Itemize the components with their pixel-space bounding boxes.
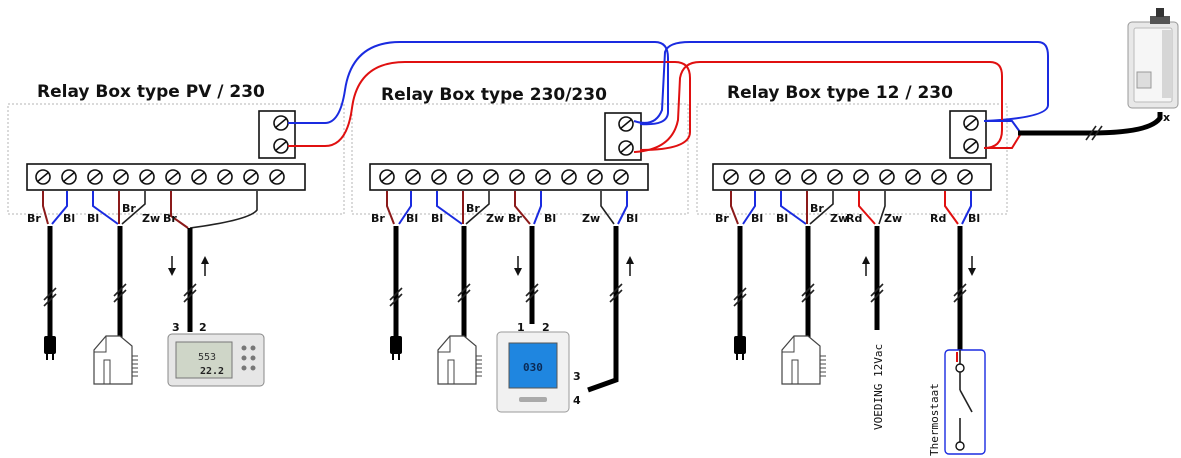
touch-thermostat-icon bbox=[496, 331, 570, 413]
pin-number: 2 bbox=[542, 321, 550, 334]
relay-block-pv230 bbox=[258, 110, 296, 159]
wire-color-label: Br bbox=[715, 212, 729, 225]
wire-color-label: Bl bbox=[626, 212, 638, 225]
wire-color-label: Bl bbox=[776, 212, 788, 225]
wire-color-label: Br bbox=[810, 202, 824, 215]
blue-link-wire bbox=[288, 41, 669, 126]
wire-color-label: Bl bbox=[406, 212, 418, 225]
wire-color-label: Bl bbox=[431, 212, 443, 225]
pin-number: 4 bbox=[573, 394, 581, 407]
wire-color-label: Bl bbox=[63, 212, 75, 225]
relay-block-230230 bbox=[604, 112, 642, 161]
wire-color-label: Zw bbox=[884, 212, 902, 225]
boiler-red-wire bbox=[984, 134, 1021, 149]
pin-number: 1 bbox=[517, 321, 525, 334]
wire-color-label: Rd bbox=[846, 212, 862, 225]
supply-label: VOEDING 12Vac bbox=[872, 344, 885, 430]
actuator-icon bbox=[781, 335, 826, 385]
arrow-down-icon bbox=[514, 256, 522, 276]
wire-color-label: Bl bbox=[87, 212, 99, 225]
plug-icon bbox=[390, 336, 402, 360]
wire-color-label: Br bbox=[163, 212, 177, 225]
wire-color-label: Rd bbox=[930, 212, 946, 225]
relay-box-230230-outline bbox=[351, 103, 689, 215]
arrow-up-icon bbox=[201, 256, 209, 276]
red-link-wire bbox=[288, 61, 691, 151]
red-link-wire bbox=[633, 61, 1003, 153]
arrow-down-icon bbox=[168, 256, 176, 276]
thermostat-display-value: 22.2 bbox=[200, 366, 224, 377]
relay-box-title: Relay Box type PV / 230 bbox=[37, 82, 265, 102]
actuator-icon bbox=[437, 335, 482, 385]
relay-box-title: Relay Box type 12 / 230 bbox=[727, 83, 953, 103]
signal-arrows bbox=[168, 256, 976, 276]
terminal-strip-12230 bbox=[712, 163, 992, 191]
wire-color-label: Br bbox=[371, 212, 385, 225]
pin-number: 3 bbox=[172, 321, 180, 334]
box3-wiring bbox=[730, 191, 972, 225]
blue-link-wire bbox=[633, 41, 1049, 124]
relay-box-12230-outline bbox=[696, 103, 1008, 215]
wire-color-label: Br bbox=[27, 212, 41, 225]
wire-color-label: Zw bbox=[582, 212, 600, 225]
thermostat-return-cable bbox=[587, 226, 619, 393]
wire-color-label: Bl bbox=[968, 212, 980, 225]
pin-number: 3 bbox=[573, 370, 581, 383]
terminal-strip-pv230 bbox=[26, 163, 306, 191]
arrow-down-icon bbox=[968, 256, 976, 276]
thermostat-display-value: 553 bbox=[198, 352, 216, 363]
arrow-up-icon bbox=[862, 256, 870, 276]
mechanical-thermostat-icon bbox=[944, 349, 986, 455]
digital-thermostat-icon bbox=[167, 333, 265, 387]
plug-icon bbox=[44, 336, 56, 360]
wire-color-label: Zw bbox=[830, 212, 848, 225]
relay-block-12230 bbox=[949, 110, 987, 159]
boiler-terminal-mark: x bbox=[1163, 111, 1170, 124]
relay-box-pv230-outline bbox=[7, 103, 345, 215]
plug-icon bbox=[734, 336, 746, 360]
cable-break-marks bbox=[43, 283, 967, 307]
arrow-up-icon bbox=[626, 256, 634, 276]
pin-number: 2 bbox=[199, 321, 207, 334]
wire-color-label: Br bbox=[466, 202, 480, 215]
wire-color-label: Br bbox=[122, 202, 136, 215]
thermostat-label: Thermostaat bbox=[928, 383, 941, 456]
relay-box-title: Relay Box type 230/230 bbox=[381, 85, 607, 105]
boiler-blue-wire bbox=[984, 120, 1021, 133]
box1-wiring bbox=[42, 191, 258, 229]
boiler-cable bbox=[1018, 112, 1163, 136]
terminal-strip-230230 bbox=[369, 163, 649, 191]
thermostat-display-value: 030 bbox=[523, 361, 543, 374]
wire-color-label: Bl bbox=[751, 212, 763, 225]
wire-color-label: Zw bbox=[486, 212, 504, 225]
wire-color-label: Br bbox=[508, 212, 522, 225]
wire-color-label: Bl bbox=[544, 212, 556, 225]
wire-color-label: Zw bbox=[142, 212, 160, 225]
boiler-icon bbox=[1127, 8, 1179, 109]
actuator-icon bbox=[93, 335, 138, 385]
box2-wiring bbox=[386, 191, 628, 225]
